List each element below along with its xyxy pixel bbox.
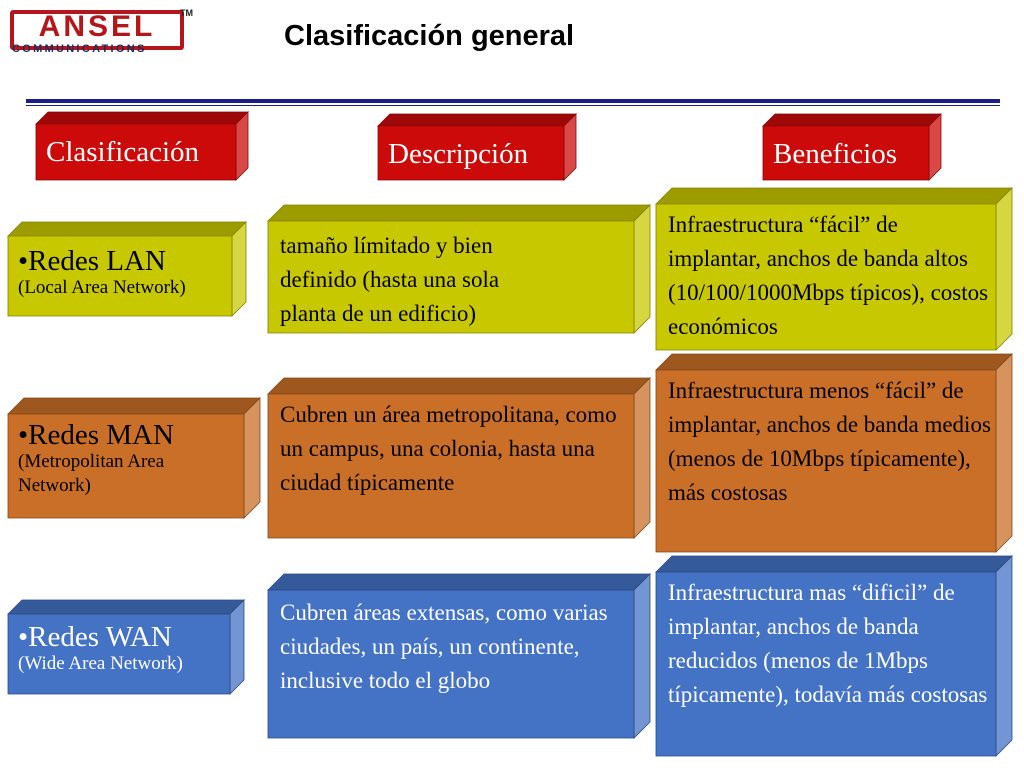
row-name: •Redes LAN (18, 245, 166, 277)
box-side-face (995, 187, 1013, 351)
slide-title: Clasificación general (284, 20, 575, 52)
box-shape (7, 599, 245, 695)
box-shape (267, 573, 651, 739)
box-front-face (762, 125, 930, 181)
row-descripcion: Cubren un área metropolitana, como un ca… (280, 402, 617, 495)
row-wan-label: •Redes WAN (Wide Area Network) (7, 599, 245, 695)
box-side-face (229, 599, 245, 695)
row-lan-descripcion: tamaño límitado y bien definido (hasta u… (267, 204, 651, 334)
ansel-logo: ANSEL TM COMMUNICATIONS (6, 8, 193, 56)
box-side-face (633, 204, 651, 334)
box-shape (655, 187, 1013, 351)
box-side-face (231, 221, 247, 317)
box-shape (655, 555, 1013, 757)
row-man-label: •Redes MAN (Metropolitan Area Network) (7, 397, 261, 519)
header-label: Descripción (388, 138, 529, 170)
header-descripcion: Descripción (377, 113, 578, 181)
box-shape (655, 353, 1013, 553)
header-beneficios: Beneficios (762, 113, 943, 181)
box-top-face (762, 113, 942, 127)
box-shape (7, 397, 261, 519)
box-front-face (7, 413, 245, 519)
row-wan-descripcion: Cubren áreas extensas, como varias ciuda… (267, 573, 651, 739)
box-side-face (235, 111, 249, 181)
logo-trademark: TM (180, 8, 193, 18)
row-subtitle: (Local Area Network) (18, 277, 186, 298)
logo-frame: ANSEL (10, 10, 184, 50)
box-top-face (267, 377, 651, 395)
box-side-face (995, 555, 1013, 757)
box-top-face (377, 113, 577, 127)
box-front-face (267, 220, 635, 334)
title-divider-thin (26, 105, 1000, 106)
row-wan-beneficios: Infraestructura mas “dificil” de implant… (655, 555, 1013, 757)
row-name: •Redes MAN (18, 419, 174, 451)
box-top-face (7, 221, 247, 237)
box-shape (377, 113, 577, 181)
row-name: •Redes WAN (18, 621, 172, 653)
box-front-face (7, 613, 231, 695)
row-subtitle: (Metropolitan Area Network) (18, 451, 165, 496)
box-top-face (655, 353, 1013, 371)
row-descripcion: Cubren áreas extensas, como varias ciuda… (280, 600, 608, 693)
box-top-face (7, 397, 261, 415)
header-label: Clasificación (46, 136, 200, 168)
box-side-face (633, 573, 651, 739)
header-label: Beneficios (773, 138, 898, 170)
box-side-face (633, 377, 651, 539)
box-front-face (267, 393, 635, 539)
box-front-face (377, 125, 565, 181)
row-man-descripcion: Cubren un área metropolitana, como un ca… (267, 377, 651, 539)
box-side-face (928, 113, 942, 181)
row-lan-beneficios: Infraestructura “fácil” de implantar, an… (655, 187, 1013, 351)
box-top-face (267, 573, 651, 591)
box-front-face (655, 571, 997, 757)
title-divider (26, 99, 1000, 103)
row-beneficios: Infraestructura mas “dificil” de implant… (668, 580, 988, 707)
box-top-face (655, 187, 1013, 205)
row-beneficios: Infraestructura “fácil” de implantar, an… (668, 212, 989, 339)
row-descripcion: tamaño límitado y bien definido (hasta u… (280, 233, 500, 326)
box-side-face (995, 353, 1013, 553)
box-shape (762, 113, 942, 181)
box-front-face (35, 123, 237, 181)
logo-subtitle: COMMUNICATIONS (12, 43, 147, 55)
box-shape (35, 111, 249, 181)
header-clasificacion: Clasificación (35, 111, 250, 181)
row-lan-label: •Redes LAN (Local Area Network) (7, 221, 247, 317)
row-man-beneficios: Infraestructura menos “fácil” de implant… (655, 353, 1013, 553)
row-beneficios: Infraestructura menos “fácil” de implant… (668, 378, 991, 505)
row-subtitle: (Wide Area Network) (18, 653, 183, 674)
box-shape (7, 221, 247, 317)
logo-wordmark: ANSEL (38, 10, 156, 43)
box-top-face (267, 204, 651, 222)
box-side-face (243, 397, 261, 519)
box-front-face (267, 589, 635, 739)
box-shape (267, 204, 651, 334)
box-top-face (7, 599, 245, 615)
box-front-face (655, 369, 997, 553)
box-side-face (563, 113, 577, 181)
box-top-face (655, 555, 1013, 573)
box-front-face (655, 203, 997, 351)
box-shape (267, 377, 651, 539)
box-top-face (35, 111, 249, 125)
box-front-face (7, 235, 233, 317)
